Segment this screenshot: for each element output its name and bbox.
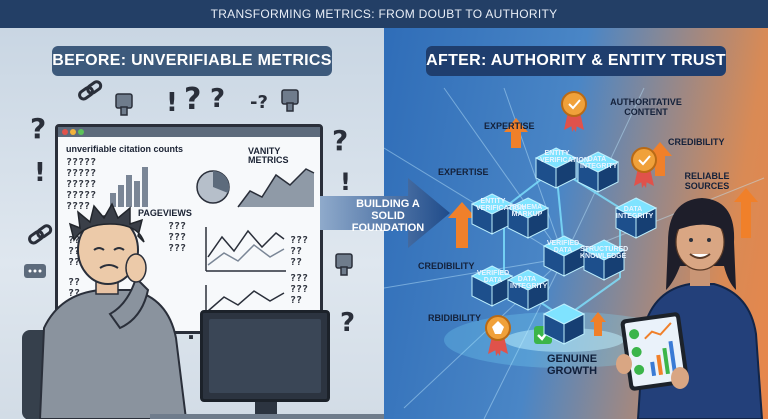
entity-cube	[470, 193, 514, 235]
question-mark-icon: ?	[340, 308, 356, 338]
transition-arrow-icon	[320, 178, 450, 248]
maximize-dot-icon	[78, 129, 84, 135]
label-expertise: EXPERTISE	[484, 121, 535, 131]
after-banner: AFTER: AUTHORITY & ENTITY TRUST	[426, 46, 726, 76]
pageviews-question-grid: ??? ??? ???	[168, 221, 187, 254]
minimize-dot-icon	[70, 129, 76, 135]
label-rbidibility: RBIDIBILITY	[428, 313, 481, 323]
cube-label: STRUCTURED KNOWLEDGE	[580, 246, 629, 260]
cube-label: ENTITY VERIFICATION	[476, 198, 525, 212]
award-ribbon-icon	[561, 91, 587, 132]
label-reliable-sources: RELIABLE SOURCES	[684, 171, 730, 191]
cube-label: DATA INTEGRITY	[510, 276, 548, 290]
cube-label: VERIFIED DATA	[476, 270, 510, 284]
confident-person	[616, 198, 764, 419]
entity-cube	[542, 235, 586, 277]
exclamation-icon: !	[340, 168, 351, 196]
close-dot-icon	[62, 129, 68, 135]
desk	[150, 414, 384, 419]
pie-chart-icon	[196, 170, 230, 204]
computer-monitor	[200, 310, 330, 402]
question-mark-icon: ?	[30, 112, 47, 145]
tablet-dashboard	[620, 312, 689, 391]
thumbs-down-icon	[281, 89, 299, 112]
question-mark-icon: !	[166, 88, 178, 118]
line-chart-icon	[205, 227, 286, 272]
award-ribbon-icon	[631, 147, 657, 188]
entity-cube	[506, 269, 550, 311]
award-ribbon-icon	[485, 315, 511, 356]
growth-arrow-icon	[504, 118, 528, 148]
vanity-charts	[110, 167, 315, 320]
question-mark-icon: ?	[332, 124, 349, 157]
question-mark-icon: ?	[184, 82, 202, 117]
cube-label: VERIFIED DATA	[546, 240, 580, 254]
area-chart-icon	[237, 168, 315, 208]
label-genuine-growth: GENUINE GROWTH	[546, 353, 598, 377]
growth-arrow-icon	[590, 312, 606, 336]
entity-cube	[470, 265, 514, 307]
entity-cube	[542, 303, 586, 345]
page-title: TRANSFORMING METRICS: FROM DOUBT TO AUTH…	[0, 0, 768, 28]
growth-arrow-icon	[448, 202, 476, 248]
bar-chart-icon	[110, 167, 148, 207]
citation-question-grid: ????? ????? ????? ????? ????	[66, 157, 97, 212]
entity-cube-network	[470, 147, 658, 345]
thumbs-down-icon	[115, 93, 133, 116]
entity-cube	[582, 239, 626, 281]
speech-bubble-icon	[24, 264, 46, 278]
vanity-metrics-label: VANITY METRICS	[248, 146, 289, 166]
exclamation-icon: !	[34, 158, 46, 188]
question-mark-icon: -?	[250, 92, 268, 113]
label-expertise: EXPERTISE	[438, 167, 489, 177]
cube-label: ENTITY VERIFICATION	[540, 150, 589, 164]
broken-link-icon	[28, 224, 53, 245]
entity-cube	[576, 151, 620, 193]
entity-cube	[506, 197, 550, 239]
thumbs-down-icon	[335, 253, 353, 276]
cube-label: DATA INTEGRITY	[616, 206, 654, 220]
broken-link-icon	[78, 80, 103, 101]
label-authoritative-content: AUTHORITATIVE CONTENT	[610, 97, 682, 117]
question-mark-icon: ?	[210, 84, 226, 114]
label-credibility: CREDIBILITY	[668, 137, 725, 147]
mid-question-grid: ??? ?? ??	[290, 235, 309, 268]
label-credibility: CREDIBILITY	[418, 261, 475, 271]
right-question-grid: ??? ??? ??	[290, 273, 309, 306]
cube-label: DATA INTEGRITY	[580, 156, 618, 170]
before-banner: BEFORE: UNVERIFIABLE METRICS	[52, 46, 332, 76]
transition-label: BUILDING A SOLID FOUNDATION	[351, 198, 425, 235]
cube-label: SCHEMA MARKUP	[511, 204, 543, 218]
frustrated-person	[22, 202, 188, 419]
entity-cube	[614, 197, 658, 239]
citation-label: unverifiable citation counts	[66, 144, 184, 154]
growth-arrow-icon	[648, 142, 672, 176]
monitor-stand	[255, 402, 277, 416]
growth-arrow-icon	[734, 188, 758, 238]
screen-titlebar	[58, 127, 320, 137]
entity-cube	[534, 147, 578, 189]
pageviews-label: PAGEVIEWS	[138, 208, 192, 218]
after-panel: AFTER: AUTHORITY & ENTITY TRUST	[384, 28, 768, 419]
